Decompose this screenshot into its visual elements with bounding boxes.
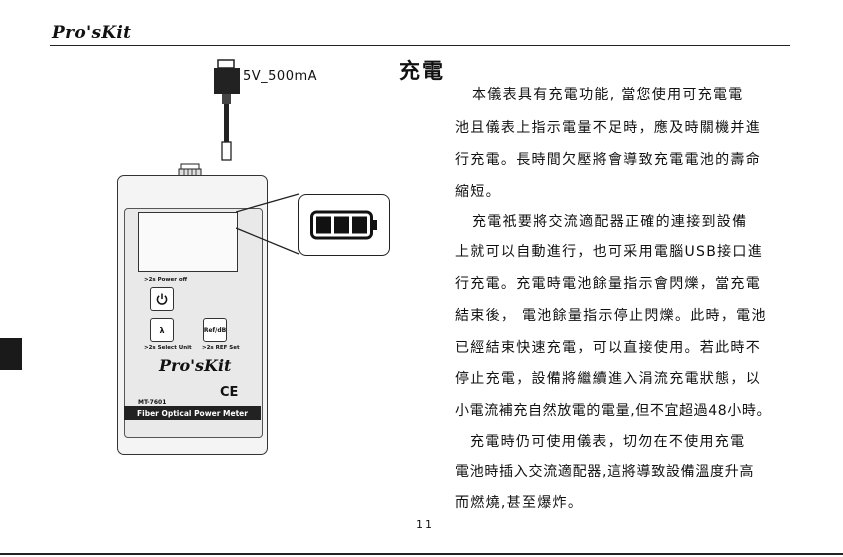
device-lcd-screen bbox=[138, 212, 238, 272]
ref-db-button: Ref/dB bbox=[203, 318, 227, 342]
battery-level-bar bbox=[316, 216, 331, 234]
body-line: 而燃燒,甚至爆炸。 bbox=[455, 495, 584, 511]
header-divider bbox=[50, 45, 790, 46]
power-button bbox=[150, 287, 174, 311]
charger-spec-label: 5V_500mA bbox=[243, 69, 318, 84]
footer-divider bbox=[0, 553, 843, 555]
body-line: 充電時仍可使用儀表，切勿在不使用充電 bbox=[470, 434, 746, 450]
lambda-icon: λ bbox=[159, 325, 165, 335]
select-unit-label: >2s Select Unit bbox=[144, 345, 192, 351]
section-title: 充電 bbox=[399, 59, 445, 83]
body-line: 已經結束快速充電，可以直接使用。若此時不 bbox=[455, 340, 761, 356]
chapter-tab-marker bbox=[0, 338, 22, 370]
battery-level-bar bbox=[352, 216, 367, 234]
callout-pointer bbox=[236, 193, 300, 255]
body-line: 充電祇要將交流適配器正確的連接到設備 bbox=[472, 214, 748, 230]
body-line: 縮短。 bbox=[455, 184, 501, 200]
ref-db-button-label: Ref/dB bbox=[203, 326, 227, 334]
power-off-label: >2s Power off bbox=[144, 277, 188, 283]
body-line: 小電流補充自然放電的電量,但不宜超過48小時。 bbox=[455, 403, 772, 419]
brand-logo: Pro'sKit bbox=[52, 23, 132, 43]
body-line: 本儀表具有充電功能, 當您使用可充電電 bbox=[472, 87, 744, 103]
body-line: 電池時插入交流適配器,這將導致設備溫度升高 bbox=[455, 464, 755, 480]
body-line: 行充電。長時間欠壓將會導致充電電池的壽命 bbox=[455, 152, 761, 168]
device-brand-logo: Pro'sKit bbox=[159, 356, 232, 375]
page-number: 11 bbox=[416, 518, 434, 531]
body-line: 上就可以自動進行，也可采用電腦USB接口進 bbox=[455, 244, 764, 260]
battery-level-bar bbox=[334, 216, 349, 234]
ref-set-label: >2s REF Set bbox=[202, 345, 240, 351]
body-line: 池且儀表上指示電量不足時，應及時關機并進 bbox=[455, 120, 761, 136]
body-line: 結束後， 電池餘量指示停止閃爍。此時，電池 bbox=[455, 308, 767, 324]
ce-mark-icon: CE bbox=[220, 385, 239, 400]
battery-full-icon bbox=[310, 210, 377, 240]
charger-cable-icon bbox=[214, 59, 240, 161]
device-model: MT-7601 bbox=[138, 399, 167, 406]
wavelength-button: λ bbox=[150, 318, 174, 342]
device-product-name: Fiber Optical Power Meter bbox=[124, 406, 261, 420]
body-line: 停止充電，設備將繼續進入涓流充電狀態，以 bbox=[455, 371, 761, 387]
body-line: 行充電。充電時電池餘量指示會閃爍，當充電 bbox=[455, 276, 761, 292]
power-icon bbox=[156, 293, 168, 305]
